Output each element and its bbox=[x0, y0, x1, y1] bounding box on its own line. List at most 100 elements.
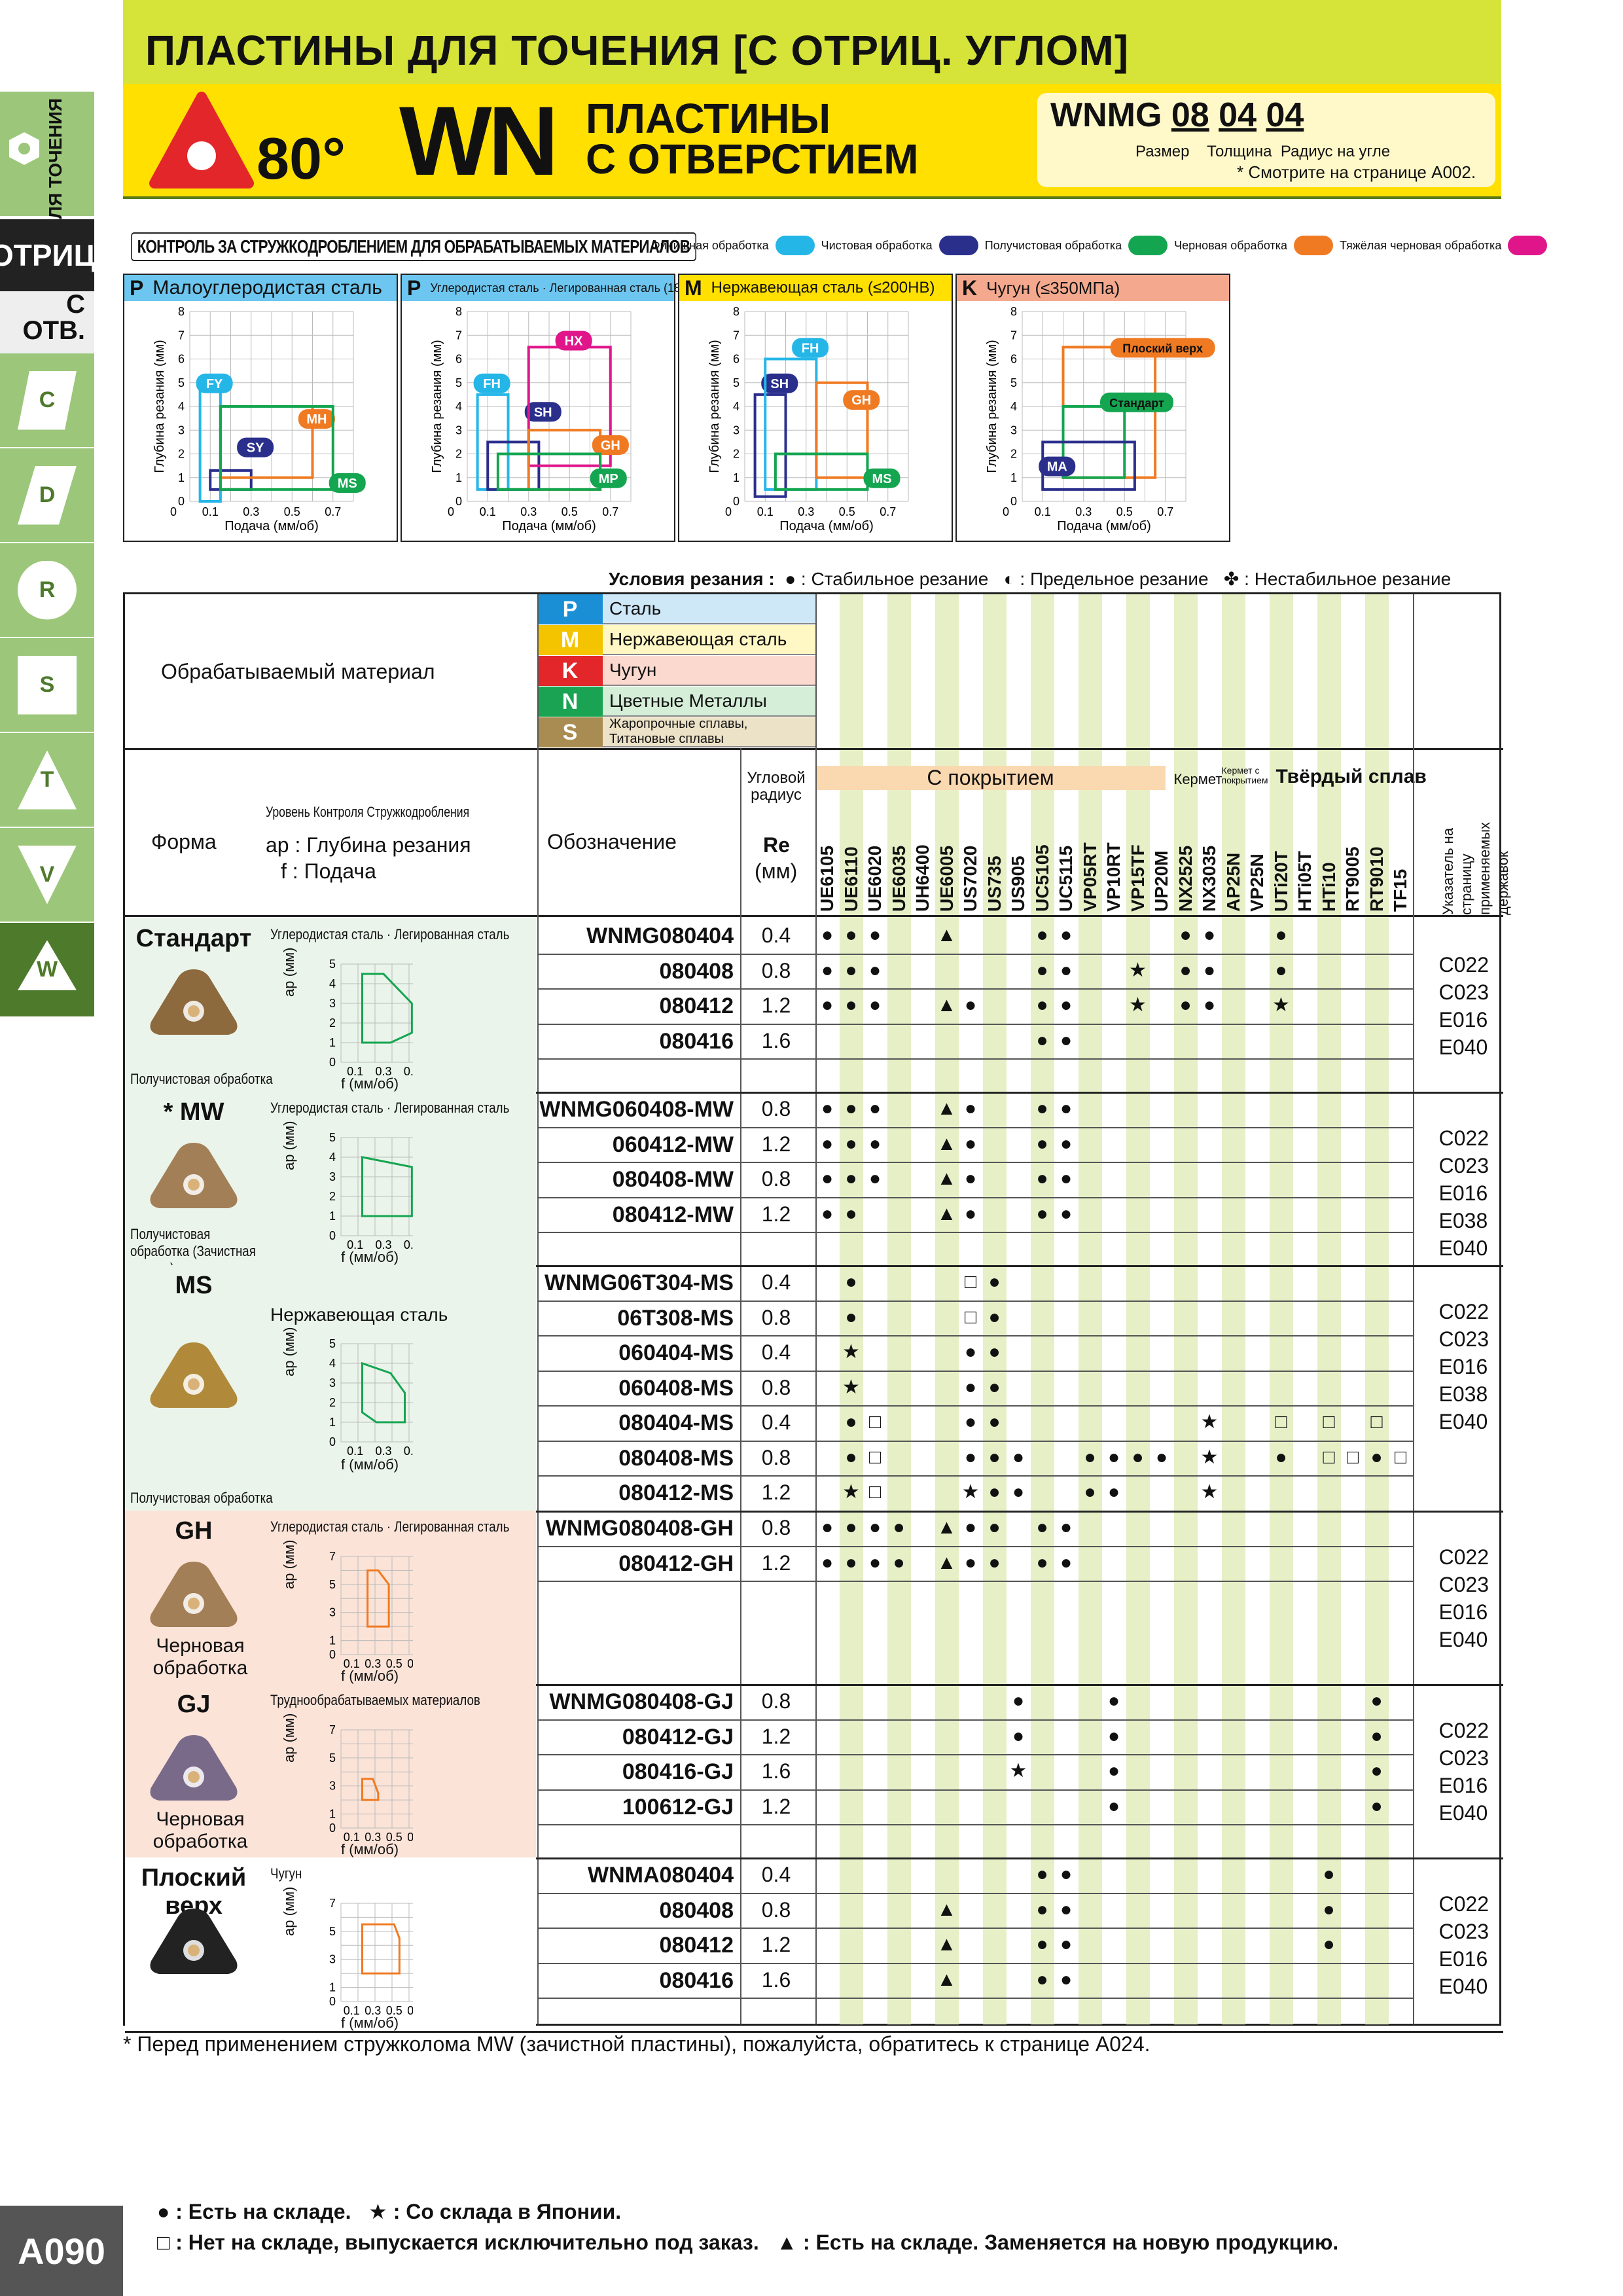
holder-ref: E040 bbox=[1438, 1975, 1488, 1998]
chip-zone-label: FY bbox=[206, 377, 223, 391]
group-subtitle: Черновая обработка bbox=[152, 1635, 248, 1679]
nav-tab-w[interactable]: W bbox=[0, 923, 94, 1018]
grade-column-shade bbox=[1364, 594, 1389, 2024]
stock-mark: ● bbox=[868, 1516, 882, 1538]
material-code: M bbox=[537, 625, 603, 655]
stock-mark: ● bbox=[1084, 1481, 1096, 1503]
x-tick-label: 0.5 bbox=[284, 505, 300, 518]
product-code: WNMG060408-MW bbox=[539, 1097, 734, 1122]
y-tick-label: 0 bbox=[1010, 495, 1017, 508]
row-divider bbox=[537, 1789, 1413, 1791]
stock-mark: ● bbox=[1107, 1760, 1120, 1782]
row-divider bbox=[537, 1962, 1413, 1964]
grade-us7020: US7020 bbox=[960, 845, 980, 912]
y-tick-label: 3 bbox=[455, 423, 462, 437]
stock-mark: ● bbox=[868, 994, 882, 1016]
product-code: WNMG080404 bbox=[586, 924, 734, 948]
x-tick-label: 0.7 bbox=[602, 505, 618, 518]
stock-mark: □ bbox=[868, 1446, 882, 1468]
group-name: Стандарт bbox=[135, 925, 252, 952]
stock-mark: ● bbox=[1060, 1029, 1073, 1051]
stock-mark: ★ bbox=[1272, 994, 1290, 1016]
grade-column-shade bbox=[839, 594, 863, 2024]
stock-mark: ● bbox=[964, 994, 977, 1016]
nav-tab-s[interactable]: S bbox=[0, 638, 94, 733]
stock-mark: ★ bbox=[1129, 994, 1147, 1016]
nav-shape-r-icon bbox=[18, 560, 77, 620]
insert-photo-icon bbox=[150, 969, 238, 1035]
product-code: 080408 bbox=[659, 1897, 734, 1923]
stock-mark: ● bbox=[1060, 959, 1073, 981]
svg-text:0.3: 0.3 bbox=[365, 1657, 381, 1668]
y-tick-label: 6 bbox=[1010, 353, 1017, 366]
row-divider bbox=[125, 1092, 1503, 1094]
chart-f-label: f (мм/об) bbox=[341, 2015, 399, 2031]
carbide-label: Твёрдый сплав bbox=[1275, 766, 1427, 787]
stock-legend-1: ● : Есть на складе. ★ : Со склада в Япон… bbox=[157, 2200, 622, 2223]
chip-zone-badge bbox=[792, 338, 829, 358]
nav-tab-v[interactable]: V bbox=[0, 828, 94, 923]
stock-mark: ● bbox=[821, 959, 834, 981]
stock-mark: ★ bbox=[842, 1341, 860, 1363]
stock-mark: ● bbox=[1060, 1202, 1073, 1225]
nav-tab-t[interactable]: T bbox=[0, 733, 94, 828]
y-axis-label: Глубина резания (мм) bbox=[707, 340, 722, 473]
svg-text:0.5: 0.5 bbox=[386, 2004, 402, 2015]
stock-mark: ● bbox=[1275, 959, 1287, 981]
product-code: 080412-MS bbox=[618, 1480, 734, 1505]
stock-mark: ● bbox=[1036, 959, 1048, 981]
nav-tab-label: R bbox=[39, 577, 56, 602]
corner-radius: 1.2 bbox=[761, 1202, 791, 1226]
grade-hti10: HTi10 bbox=[1318, 862, 1339, 912]
stock-mark: ● bbox=[1036, 1132, 1048, 1155]
nav-with-hole[interactable]: С ОТВ. bbox=[0, 291, 94, 353]
nav-negative[interactable]: ОТРИЦ. bbox=[0, 219, 104, 291]
stock-mark: ● bbox=[845, 1132, 857, 1155]
group-name: MS bbox=[175, 1272, 213, 1299]
chart-f-label: f (мм/об) bbox=[341, 1075, 399, 1092]
grade-column-shade bbox=[1269, 594, 1293, 2024]
chart-ap-label: ap (мм) bbox=[281, 947, 297, 997]
condition-unstable: ✤ : Нестабильное резание bbox=[1223, 569, 1452, 589]
corner-radius: 0.4 bbox=[761, 1410, 791, 1434]
chip-zone bbox=[1061, 346, 1157, 479]
x-tick-label: 0.7 bbox=[325, 505, 341, 518]
nav-tab-c[interactable]: C bbox=[0, 353, 94, 448]
svg-text:0.1: 0.1 bbox=[344, 1831, 360, 1841]
stock-mark: ● bbox=[845, 924, 857, 946]
chart-ap-label: ap (мм) bbox=[281, 1713, 297, 1763]
nav-tab-d[interactable]: D bbox=[0, 448, 94, 543]
group-chart-title: Труднообрабатываемых материалов bbox=[270, 1692, 480, 1708]
stock-mark: ★ bbox=[1129, 959, 1147, 981]
stock-legend-2: □ : Нет на складе, выпускается исключите… bbox=[157, 2231, 1339, 2254]
group-name: * MW bbox=[163, 1098, 224, 1126]
corner-radius: 0.4 bbox=[761, 1863, 791, 1886]
x-tick-label: 0.3 bbox=[520, 505, 537, 518]
grade-ue6035: UE6035 bbox=[888, 845, 909, 912]
stock-mark: ● bbox=[845, 1551, 857, 1573]
corner-radius: 1.2 bbox=[761, 1724, 791, 1748]
group-subtitle: Получистовая обработка bbox=[130, 1071, 273, 1087]
nav-tab-r[interactable]: R bbox=[0, 543, 94, 638]
radius-label: Угловой радиус bbox=[747, 769, 806, 804]
stock-mark: ● bbox=[821, 1551, 834, 1573]
nav-shape-c-icon bbox=[18, 370, 77, 430]
stock-mark: ● bbox=[868, 1168, 882, 1189]
corner-radius: 1.6 bbox=[761, 1759, 791, 1783]
material-name: Цветные Металлы bbox=[609, 691, 767, 711]
svg-text:0.1: 0.1 bbox=[347, 1444, 363, 1455]
nav-tab-label: T bbox=[40, 767, 54, 792]
stock-mark: ▲ bbox=[936, 1132, 957, 1155]
stock-mark: ● bbox=[1036, 1516, 1048, 1538]
mini-chart-title: Чугун (≤350МПа) bbox=[986, 278, 1120, 298]
y-axis-label: Глубина резания (мм) bbox=[430, 340, 444, 473]
stock-mark: ● bbox=[988, 1341, 1001, 1363]
stock-mark: □ bbox=[1370, 1411, 1383, 1433]
grade-column-shade bbox=[1173, 594, 1198, 2024]
chip-zone-label: MP bbox=[599, 472, 618, 486]
legend-swatch bbox=[1128, 236, 1168, 255]
